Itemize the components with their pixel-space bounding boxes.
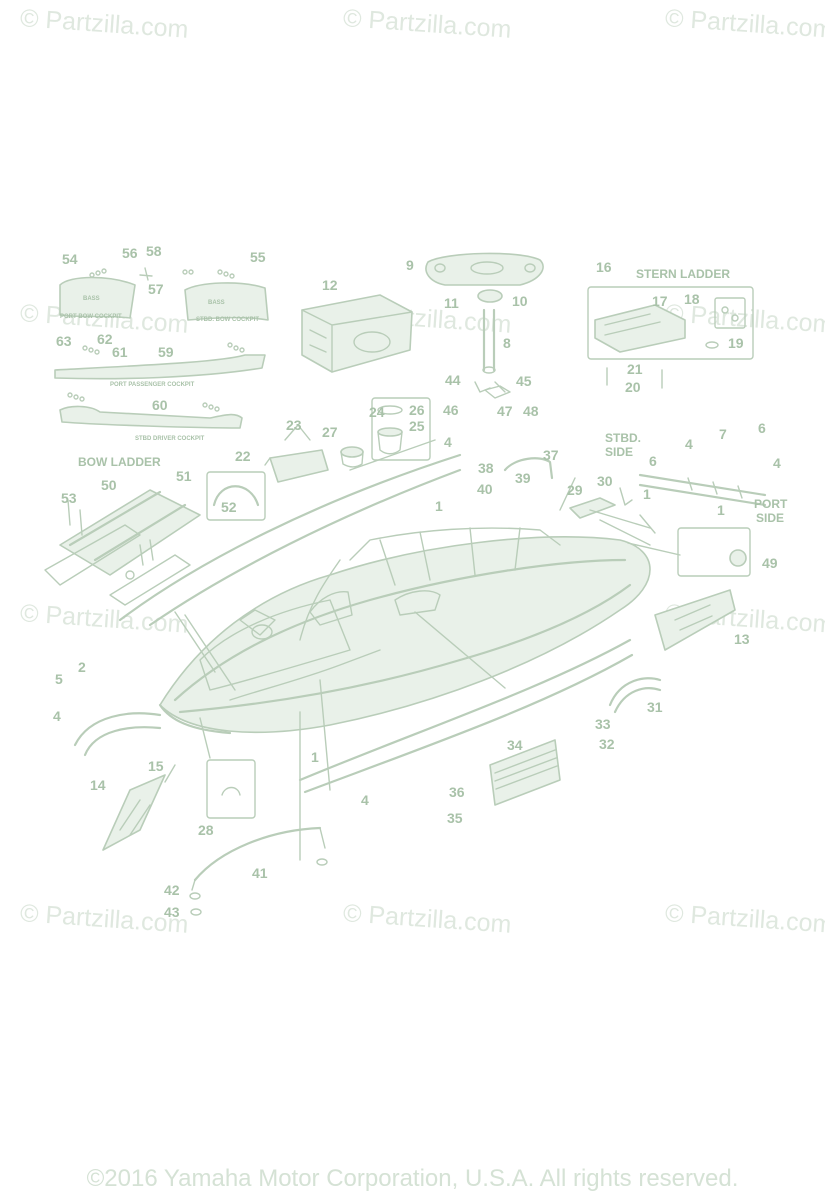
port-bow-cockpit-label: PORT BOW COCKPIT (60, 314, 122, 320)
rub-rails (73, 453, 767, 794)
callout-54: 54 (62, 251, 78, 267)
callout-46: 46 (443, 402, 459, 418)
callout-28: 28 (198, 822, 214, 838)
callout-4d: 4 (53, 708, 61, 724)
cooler (301, 294, 413, 373)
callout-35: 35 (447, 810, 463, 826)
callout-4b: 4 (685, 436, 693, 452)
callout-27: 27 (322, 424, 338, 440)
callout-13: 13 (734, 631, 750, 647)
callout-16: 16 (596, 259, 612, 275)
misc-hardware (189, 385, 633, 916)
stern-ladder-label: STERN LADDER (636, 267, 730, 281)
boat-hull (158, 527, 651, 735)
callout-4c: 4 (773, 455, 781, 471)
vents-panels (102, 527, 751, 851)
callout-23: 23 (286, 417, 302, 433)
callout-63: 63 (56, 333, 72, 349)
port-side-label-2: SIDE (756, 511, 784, 525)
callout-38: 38 (478, 460, 494, 476)
callout-53: 53 (61, 490, 77, 506)
callout-19: 19 (728, 335, 744, 351)
table-pedestal (425, 252, 544, 393)
bow-ladder (44, 471, 266, 606)
callout-41: 41 (252, 865, 268, 881)
callout-51: 51 (176, 468, 192, 484)
cup-holders (264, 397, 431, 483)
callout-59: 59 (158, 344, 174, 360)
callout-60: 60 (152, 397, 168, 413)
callout-58: 58 (146, 243, 162, 259)
callout-36: 36 (449, 784, 465, 800)
callout-4a: 4 (444, 434, 452, 450)
callout-10: 10 (512, 293, 528, 309)
bow-ladder-label: BOW LADDER (78, 455, 161, 469)
callouts: 54 56 58 57 55 12 9 11 10 8 16 17 18 19 … (53, 243, 781, 920)
callout-45: 45 (516, 373, 532, 389)
long-cockpit-pads (54, 342, 266, 429)
leader-lines (164, 439, 681, 861)
callout-2: 2 (78, 659, 86, 675)
stbd-bow-cockpit-label: STBD. BOW COCKPIT (196, 317, 259, 323)
callout-39: 39 (515, 470, 531, 486)
callout-34: 34 (507, 737, 523, 753)
callout-37: 37 (543, 447, 559, 463)
callout-61: 61 (112, 344, 128, 360)
callout-4e: 4 (361, 792, 369, 808)
callout-56: 56 (122, 245, 138, 261)
callout-7: 7 (719, 426, 727, 442)
callout-6a: 6 (758, 420, 766, 436)
stbd-side-label: STBD. (605, 431, 641, 445)
callout-43: 43 (164, 904, 180, 920)
callout-1b: 1 (643, 486, 651, 502)
callout-55: 55 (250, 249, 266, 265)
callout-48: 48 (523, 403, 539, 419)
callout-47: 47 (497, 403, 513, 419)
callout-9: 9 (406, 257, 414, 273)
copyright-footer: ©2016 Yamaha Motor Corporation, U.S.A. A… (86, 1165, 739, 1192)
callout-1c: 1 (717, 502, 725, 518)
callout-11: 11 (444, 295, 459, 311)
callout-15: 15 (148, 758, 164, 774)
callout-12: 12 (322, 277, 338, 293)
callout-30: 30 (597, 473, 613, 489)
callout-29: 29 (567, 482, 583, 498)
callout-24: 24 (369, 404, 385, 420)
callout-44: 44 (445, 372, 461, 388)
section-labels: STERN LADDER BOW LADDER PORT BOW COCKPIT… (60, 267, 788, 525)
callout-57: 57 (148, 281, 164, 297)
callout-1a: 1 (435, 498, 443, 514)
callout-31: 31 (647, 699, 663, 715)
callout-52: 52 (221, 499, 237, 515)
callout-17: 17 (652, 293, 668, 309)
callout-42: 42 (164, 882, 180, 898)
stbd-side-label-2: SIDE (605, 445, 633, 459)
callout-1d: 1 (311, 749, 319, 765)
port-passenger-cockpit-label: PORT PASSENGER COCKPIT (110, 382, 195, 388)
bow-cockpit-pads: BASS BASS (59, 267, 269, 321)
callout-20: 20 (625, 379, 641, 395)
callout-50: 50 (101, 477, 117, 493)
callout-22: 22 (235, 448, 251, 464)
callout-40: 40 (477, 481, 493, 497)
callout-49: 49 (762, 555, 778, 571)
callout-32: 32 (599, 736, 615, 752)
callout-14: 14 (90, 777, 106, 793)
callout-25: 25 (409, 418, 425, 434)
stbd-driver-cockpit-label: STBD DRIVER COCKPIT (135, 436, 205, 442)
stern-ladder (587, 286, 754, 389)
callout-33: 33 (595, 716, 611, 732)
callout-62: 62 (97, 331, 113, 347)
callout-5: 5 (55, 671, 63, 687)
svg-text:BASS: BASS (83, 296, 100, 302)
callout-21: 21 (627, 361, 643, 377)
callout-26: 26 (409, 402, 425, 418)
callout-6b: 6 (649, 453, 657, 469)
port-side-label: PORT (754, 497, 788, 511)
callout-18: 18 (684, 291, 700, 307)
svg-text:BASS: BASS (208, 300, 225, 306)
callout-8: 8 (503, 335, 511, 351)
